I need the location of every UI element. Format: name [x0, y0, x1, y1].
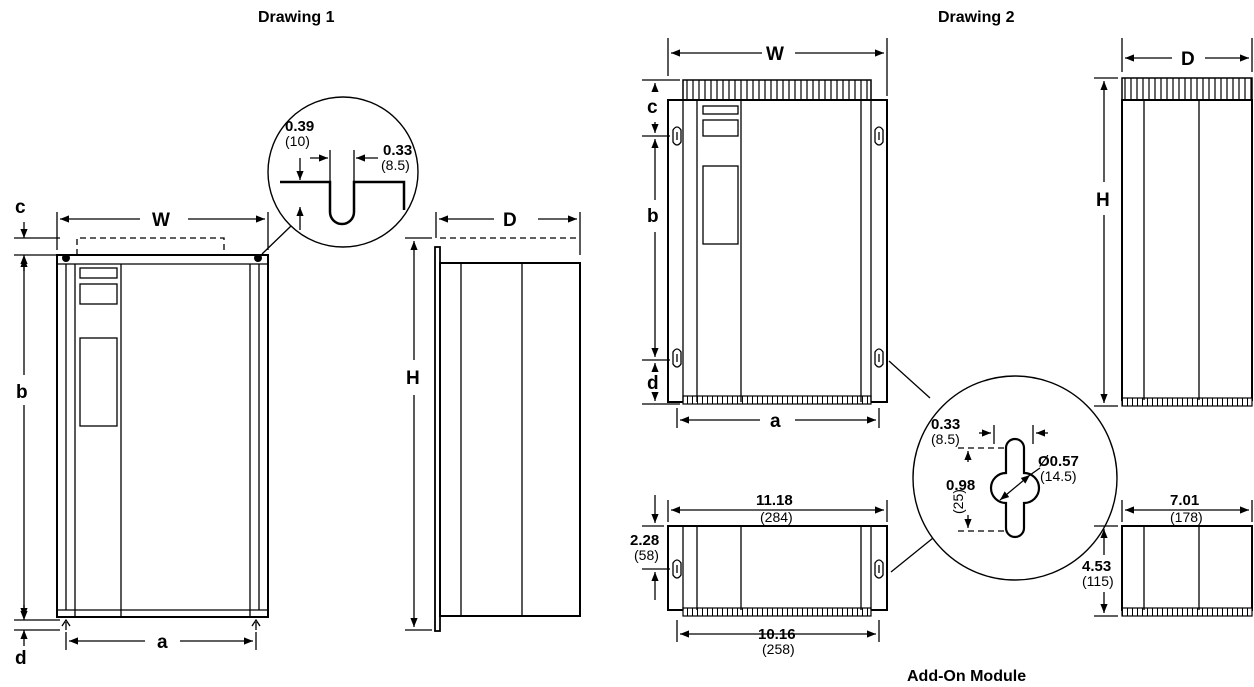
addon-mount-width-value: 10.16	[758, 626, 796, 643]
addon-mount-width-mm: (258)	[762, 641, 795, 657]
addon-overall-width-mm: (284)	[760, 509, 793, 525]
depth-label: D	[1181, 49, 1195, 70]
addon-overall-width-value: 11.18	[756, 492, 793, 509]
clearance-c-label: c	[15, 197, 26, 218]
height-label: H	[406, 368, 420, 389]
addon-module-title: Add-On Module	[907, 668, 1026, 685]
mount-foot-icon	[251, 618, 261, 630]
drawing-1-title: Drawing 1	[258, 9, 335, 26]
slot-depth-value: 0.33	[383, 142, 412, 159]
slot-depth-mm: (8.5)	[381, 157, 410, 173]
drawing-2-keyhole-detail: 0.33 (8.5) 0.98 (25) Ø0.57 (14.5)	[888, 360, 1118, 581]
addon-height-mm: (58)	[634, 547, 659, 563]
depth-label: D	[503, 210, 517, 231]
mount-spacing-b-label: b	[647, 206, 659, 227]
drawing-1: Drawing 1 W	[14, 9, 581, 669]
keyhole-width-value: 0.33	[931, 416, 960, 433]
addon-side-height-value: 4.53	[1082, 558, 1111, 575]
height-label: H	[1096, 190, 1110, 211]
addon-side-height-mm: (115)	[1082, 573, 1114, 589]
drawing-2: Drawing 2 W	[630, 9, 1253, 685]
drawing-2-title: Drawing 2	[938, 9, 1015, 26]
slot-width-mm: (10)	[285, 133, 310, 149]
addon-module-side-view: 7.01 (178) 4.53 (115)	[1082, 492, 1253, 617]
mount-hole-icon	[62, 254, 70, 262]
keyhole-icon	[672, 126, 682, 146]
drawing-1-slot-detail: 0.39 (10) 0.33 (8.5)	[261, 96, 419, 255]
clearance-d-label: d	[15, 648, 27, 669]
mount-hole-icon	[254, 254, 262, 262]
drawing-2-side-view: D H	[1094, 38, 1253, 407]
width-label: W	[766, 44, 784, 65]
width-label: W	[152, 210, 170, 231]
addon-depth-value: 7.01	[1170, 492, 1199, 509]
keyhole-diameter-mm: (14.5)	[1040, 468, 1077, 484]
drawing-1-side-view: D H	[405, 210, 581, 632]
addon-depth-mm: (178)	[1170, 509, 1203, 525]
drawing-1-front-body	[56, 254, 269, 618]
mount-width-a-label: a	[770, 411, 781, 432]
keyhole-icon	[672, 348, 682, 368]
mount-spacing-b-label: b	[16, 382, 28, 403]
keyhole-icon	[874, 559, 884, 579]
drawing-1-front-view	[56, 237, 269, 630]
drawing-2-front-view	[667, 79, 888, 405]
drawing-1-dimensions: W c b d a	[14, 197, 269, 669]
slot-width-value: 0.39	[285, 118, 314, 135]
clearance-c-label: c	[647, 97, 658, 118]
keyhole-icon	[874, 126, 884, 146]
keyhole-icon	[672, 559, 682, 579]
drawing-2-dimensions: W c b d a	[642, 38, 888, 432]
mount-width-a-label: a	[157, 632, 168, 653]
keyhole-icon	[874, 348, 884, 368]
keyhole-diameter-value: Ø0.57	[1038, 453, 1079, 470]
keyhole-length-value: 0.98	[946, 477, 975, 494]
addon-height-value: 2.28	[630, 532, 659, 549]
heatsink-fins	[682, 79, 872, 103]
keyhole-width-mm: (8.5)	[931, 431, 960, 447]
addon-module-front-view: 11.18 (284) 2.28 (58) 10.16 (258)	[630, 492, 888, 657]
keyhole-length-mm: (25)	[950, 489, 966, 514]
mount-foot-icon	[61, 618, 71, 630]
clearance-d-label: d	[647, 373, 659, 394]
